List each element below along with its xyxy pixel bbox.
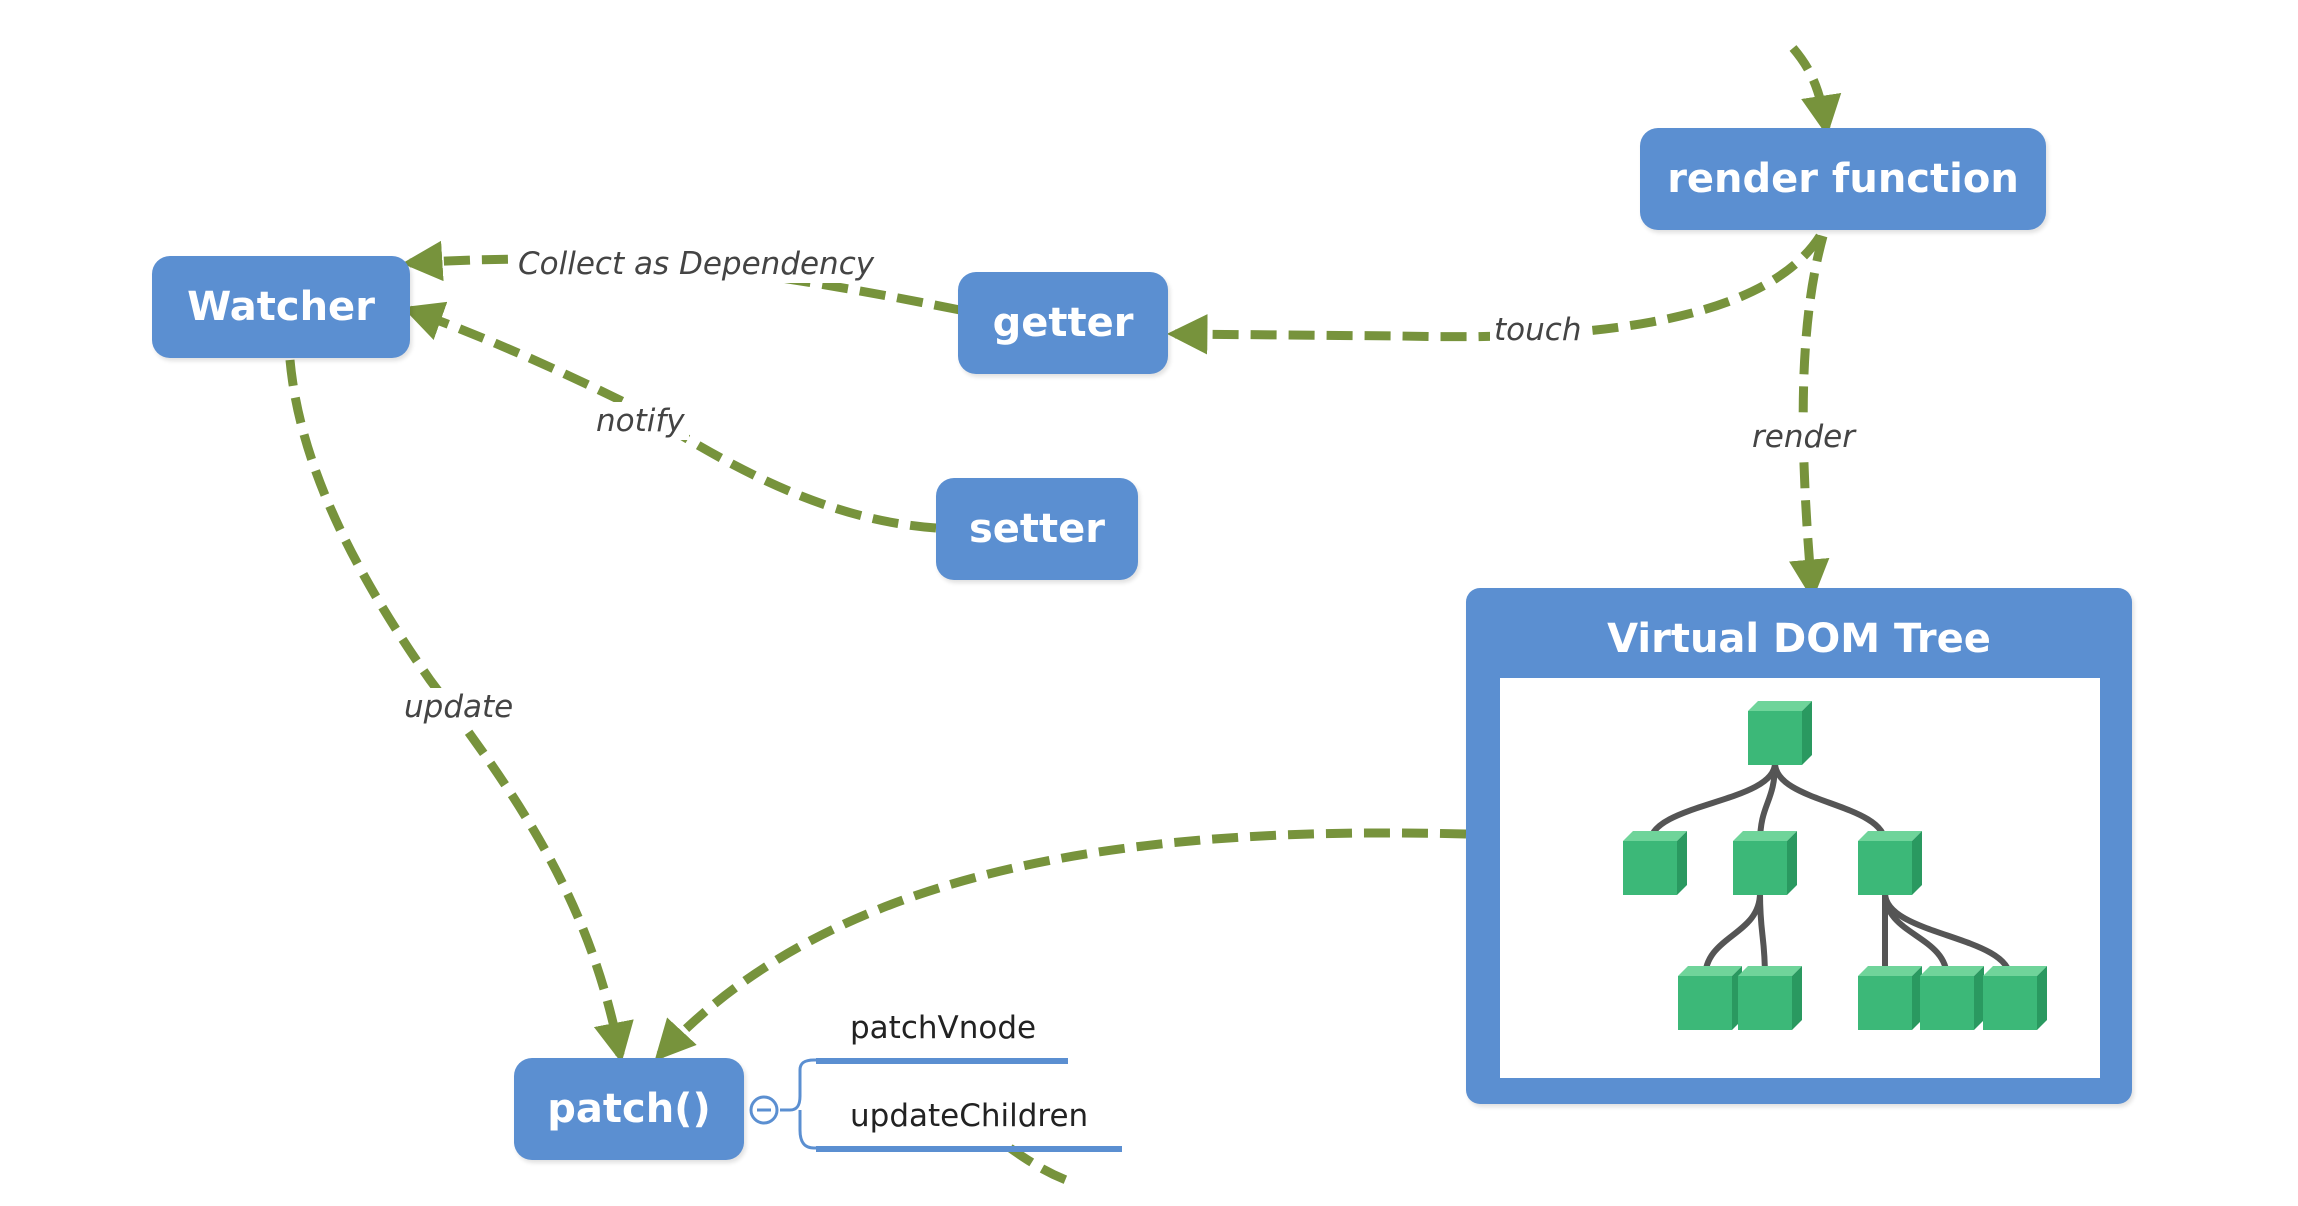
tree-link [1772,760,1888,846]
minus-circle-icon[interactable] [749,1095,779,1125]
patch-vnode-label: patchVnode [850,1010,1037,1046]
tree-node-cube [1733,831,1797,895]
edge-label-notify: notify [592,402,689,440]
edge-label-render: render [1748,418,1859,456]
tree-node-cube [1920,966,1984,1030]
setter-node[interactable]: setter [936,478,1138,580]
tree-node-cube [1858,966,1922,1030]
virtual-dom-tree-title: Virtual DOM Tree [1607,616,1991,662]
getter-node[interactable]: getter [958,272,1168,374]
tree-link [1757,890,1768,981]
patch-node[interactable]: patch() [514,1058,744,1160]
tree-link [1882,890,2013,981]
edge-update [285,359,634,1063]
edge-render [1789,234,1830,601]
edge-label-collect: Collect as Dependency [514,245,879,283]
edge-outgoing-update-children [1007,1144,1068,1185]
update-children-label: updateChildren [850,1098,1089,1134]
virtual-dom-tree-node[interactable]: Virtual DOM Tree [1466,588,2132,1104]
edge-label-update: update [400,688,518,726]
tree-node-cube [1738,966,1802,1030]
tree-node-cube [1678,966,1742,1030]
watcher-node[interactable]: Watcher [152,256,410,358]
render-function-node[interactable]: render function [1640,128,2046,230]
edge-incoming-render-function [1789,45,1842,137]
tree-link [1882,890,1950,981]
patch-bracket [780,1058,820,1150]
edge-touch [1166,233,1824,355]
tree-node-cube [1983,966,2047,1030]
tree-node-cube [1748,701,1812,765]
tree-link [1647,760,1778,846]
edge-vdom-patch [654,828,1467,1061]
patch-vnode-underline [816,1058,1068,1064]
tree-link [1702,890,1763,981]
virtual-dom-tree-canvas [1500,678,2100,1078]
update-children-underline [816,1146,1122,1152]
tree-diagram-icon [1623,701,2047,1030]
tree-node-cube [1623,831,1687,895]
tree-node-cube [1858,831,1922,895]
edge-label-touch: touch [1490,311,1586,349]
